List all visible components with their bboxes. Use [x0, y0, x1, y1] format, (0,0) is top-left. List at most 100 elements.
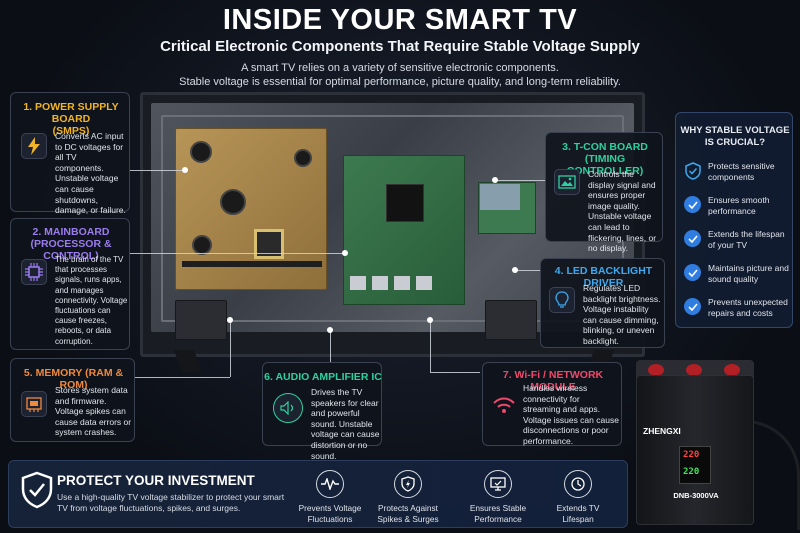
connector-dot	[492, 177, 498, 183]
capacitor	[190, 141, 212, 163]
shield-check-icon	[21, 471, 55, 509]
callout-description: Handles wireless connectivity for stream…	[523, 383, 619, 446]
callout-title: 5. MEMORY (RAM & ROM)	[23, 367, 124, 391]
connector-line	[130, 253, 345, 254]
connector-dot	[327, 327, 333, 333]
port	[372, 276, 388, 290]
terminal-knob	[686, 364, 702, 376]
intro-text: A smart TV relies on a variety of sensit…	[0, 61, 800, 89]
feature-label-line-1: Prevents Voltage	[298, 503, 362, 513]
callout-audio-amplifier: 6. AUDIO AMPLIFIER IC Drives the TV spea…	[262, 362, 382, 461]
voltage-stabilizer-device: ZHENGXI 220 220 DNB-3000VA	[636, 375, 754, 525]
connector-line	[430, 320, 431, 372]
callout-title: 4. LED BACKLIGHT DRIVER	[554, 265, 653, 289]
protect-investment-band: PROTECT YOUR INVESTMENT Use a high-quali…	[8, 460, 628, 528]
callout-title: 1. POWER SUPPLY BOARD (SMPS)	[11, 101, 131, 137]
port	[394, 276, 410, 290]
mainboard-illustration	[343, 155, 465, 305]
intro-line-1: A smart TV relies on a variety of sensit…	[241, 62, 559, 74]
connector-line	[515, 270, 540, 271]
callout-description: Controls the display signal and ensures …	[588, 169, 657, 254]
connector-line	[330, 330, 331, 362]
intro-line-2: Stable voltage is essential for optimal …	[179, 76, 621, 88]
processor-chip-icon	[21, 259, 47, 285]
page-title: INSIDE YOUR SMART TV	[222, 4, 578, 36]
callout-title-line-2: (PROCESSOR & CONTROL)	[30, 238, 112, 262]
callout-title: 7. Wi-Fi / NETWORK MODULE	[502, 369, 604, 393]
callout-title-line-1: 1. POWER SUPPLY BOARD	[23, 101, 119, 125]
connector-strip	[182, 261, 322, 267]
check-circle-icon	[684, 230, 701, 247]
terminal-knob	[648, 364, 664, 376]
callout-wifi-module: 7. Wi-Fi / NETWORK MODULE Handles wirele…	[482, 362, 622, 446]
display-reading-top: 220	[683, 450, 700, 460]
connector-dot	[512, 267, 518, 273]
callout-power-supply: 1. POWER SUPPLY BOARD (SMPS) Converts AC…	[10, 92, 131, 215]
port	[416, 276, 432, 290]
why-item-text: Ensures smooth performance	[708, 195, 770, 216]
ribbon-cable	[480, 184, 520, 210]
callout-title: 3. T-CON BOARD (TIMING CONTROLLER)	[546, 141, 664, 177]
connector-line	[130, 170, 185, 171]
why-item: Maintains picture and sound quality	[684, 263, 792, 293]
callout-description: Drives the TV speakers for clear and pow…	[311, 387, 380, 461]
transformer	[254, 229, 284, 259]
callout-title-line-2: (TIMING CONTROLLER)	[566, 153, 644, 177]
device-brand: ZHENGXI	[643, 426, 681, 436]
connector-dot	[182, 167, 188, 173]
processor-chip	[386, 184, 424, 222]
lightning-icon	[21, 133, 47, 159]
callout-tcon-board: 3. T-CON BOARD (TIMING CONTROLLER) Contr…	[545, 132, 664, 253]
connector-dot	[227, 317, 233, 323]
feature-label-line-2: Performance	[474, 513, 522, 524]
connector-line	[230, 320, 231, 377]
protect-heading: PROTECT YOUR INVESTMENT	[57, 473, 255, 488]
callout-title: 6. AUDIO AMPLIFIER IC	[264, 371, 382, 383]
why-item: Protects sensitive components	[684, 161, 792, 191]
why-item-text: Protects sensitive components	[708, 161, 775, 182]
callout-description: Regulates LED backlight brightness. Volt…	[583, 283, 661, 346]
callout-title-line-1: 2. MAINBOARD	[32, 226, 110, 238]
protect-body: Use a high-quality TV voltage stabilizer…	[57, 492, 285, 513]
feature-label-line-2: Fluctuations	[307, 513, 353, 524]
why-item-text: Prevents unexpected repairs and costs	[708, 297, 788, 318]
connector-line	[430, 372, 480, 373]
connector-dot	[427, 317, 433, 323]
feature-label-line-1: Ensures Stable	[469, 503, 527, 513]
clock-icon	[564, 470, 592, 498]
shield-check-icon	[684, 161, 701, 180]
connector-line	[495, 180, 545, 181]
why-item: Ensures smooth performance	[684, 195, 792, 225]
callout-mainboard: 2. MAINBOARD (PROCESSOR & CONTROL) The b…	[10, 218, 130, 350]
terminal-knob	[724, 364, 740, 376]
check-circle-icon	[684, 196, 701, 213]
speaker-right	[485, 300, 537, 340]
display-image-icon	[554, 169, 580, 195]
wifi-icon	[491, 393, 517, 419]
why-panel-title: WHY STABLE VOLTAGE IS CRUCIAL?	[680, 125, 790, 148]
check-circle-icon	[684, 298, 701, 315]
connector-dot	[342, 250, 348, 256]
why-item-text: Maintains picture and sound quality	[708, 263, 789, 284]
device-model: DNB-3000VA	[673, 491, 719, 500]
connector-line	[135, 377, 230, 378]
why-stable-voltage-panel: WHY STABLE VOLTAGE IS CRUCIAL? Protects …	[675, 112, 793, 328]
device-display: 220 220	[679, 446, 711, 484]
callout-led-backlight: 4. LED BACKLIGHT DRIVER Regulates LED ba…	[540, 258, 665, 348]
why-item-text: Extends the lifespan of your TV	[708, 229, 785, 250]
speaker-left	[175, 300, 227, 340]
monitor-icon	[484, 470, 512, 498]
memory-chip-icon	[21, 391, 47, 417]
callout-title-line-2: (SMPS)	[52, 125, 90, 137]
check-circle-icon	[684, 264, 701, 281]
callout-description: The brain of the TV that processes signa…	[55, 255, 128, 346]
callout-description: Converts AC input to DC voltages for all…	[55, 131, 126, 216]
callout-title: 2. MAINBOARD (PROCESSOR & CONTROL)	[11, 226, 131, 262]
capacitor	[192, 235, 212, 255]
